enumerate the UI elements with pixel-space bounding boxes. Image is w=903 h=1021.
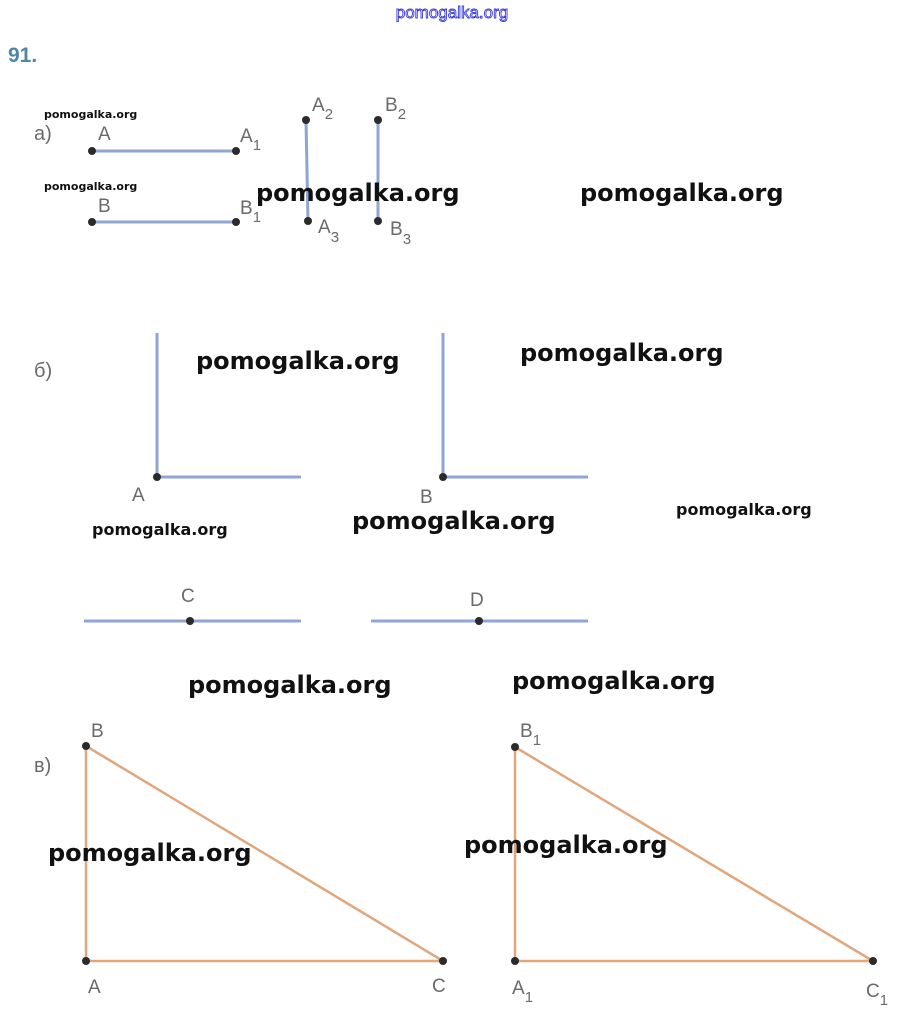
point-angle-A bbox=[153, 473, 161, 481]
points-triangles bbox=[82, 742, 877, 965]
points-a bbox=[88, 116, 382, 226]
watermark: pomogalka.org bbox=[44, 108, 137, 121]
label-tri-A1: A1 bbox=[512, 978, 533, 1006]
watermarks: pomogalka.org pomogalka.org pomogalka.or… bbox=[44, 108, 812, 867]
label-B: B bbox=[98, 196, 111, 217]
label-angle-B: B bbox=[420, 487, 433, 508]
label-A2: A2 bbox=[312, 95, 333, 123]
watermark: pomogalka.org bbox=[92, 520, 228, 539]
part-a-label: а) bbox=[34, 123, 52, 145]
part-c-label: в) bbox=[34, 755, 51, 777]
label-B1: B1 bbox=[240, 198, 261, 226]
watermark: pomogalka.org bbox=[464, 831, 668, 859]
label-tri-C1: C1 bbox=[866, 981, 888, 1009]
watermark: pomogalka.org bbox=[256, 179, 460, 207]
label-D: D bbox=[470, 590, 484, 611]
label-B3: B3 bbox=[390, 219, 411, 248]
label-tri-B1: B1 bbox=[520, 721, 541, 749]
label-tri-A: A bbox=[88, 977, 101, 998]
watermark: pomogalka.org bbox=[196, 347, 400, 375]
label-tri-C: C bbox=[432, 976, 446, 997]
part-b-label: б) bbox=[34, 360, 52, 382]
label-B2: B2 bbox=[385, 95, 406, 123]
watermark: pomogalka.org bbox=[512, 667, 716, 695]
triangle-ABC bbox=[84, 743, 448, 963]
label-A3: A3 bbox=[318, 217, 339, 246]
label-A1: A1 bbox=[240, 126, 261, 154]
label-C: C bbox=[181, 586, 195, 607]
watermark: pomogalka.org bbox=[352, 507, 556, 535]
segment-A2A3 bbox=[304, 119, 310, 222]
watermark: pomogalka.org bbox=[520, 339, 724, 367]
watermark: pomogalka.org bbox=[44, 180, 137, 193]
point-C bbox=[186, 617, 194, 625]
triangle-A1B1C1 bbox=[513, 744, 878, 963]
label-A: A bbox=[98, 124, 111, 145]
watermark: pomogalka.org bbox=[48, 839, 252, 867]
point-angle-B bbox=[439, 473, 447, 481]
point-D bbox=[475, 617, 483, 625]
label-angle-A: A bbox=[132, 485, 145, 506]
problem-number: 91. bbox=[8, 44, 37, 67]
site-header: pomogalka.org bbox=[396, 3, 508, 22]
watermark: pomogalka.org bbox=[676, 500, 812, 519]
label-tri-B: B bbox=[91, 721, 104, 742]
watermark: pomogalka.org bbox=[580, 179, 784, 207]
watermark: pomogalka.org bbox=[188, 671, 392, 699]
